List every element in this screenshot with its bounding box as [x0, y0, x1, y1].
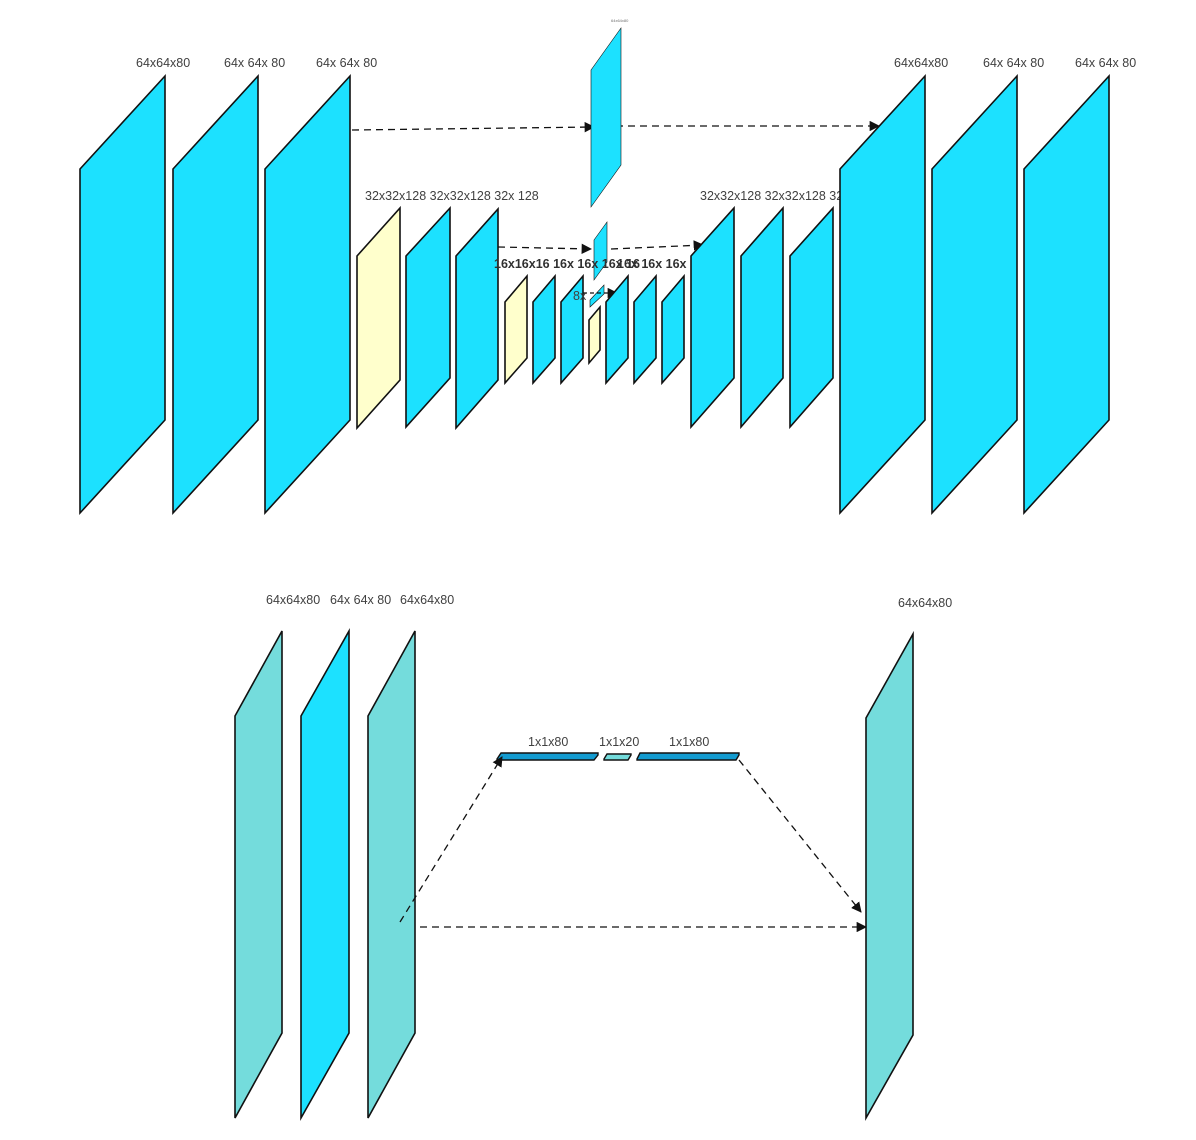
top-level3-left-label: 16x16x16 16x 16x 16x 16 — [494, 257, 640, 271]
bottom-dense-label-2: 1x1x20 — [599, 735, 639, 749]
bottom-arrow-to-dense — [399, 756, 503, 923]
top-encoder-block-3 — [264, 73, 351, 516]
bottom-encoder-label-1: 64x64x80 — [266, 593, 320, 607]
bottom-encoder-block-1 — [234, 630, 283, 1119]
top-level3-block-yellow — [504, 273, 528, 386]
top-level2-right-label: 32x32x128 32x32x128 32x — [700, 189, 850, 203]
top-level3-block-1 — [532, 273, 556, 386]
top-bridge-block-1 — [590, 27, 622, 208]
bottom-encoder-label-2: 64x 64x 80 — [330, 593, 391, 607]
top-level2-dec-block-3 — [789, 205, 834, 430]
top-skip-arrow-1a — [351, 121, 596, 133]
top-encoder-label-1: 64x64x80 — [136, 56, 190, 70]
top-level3-dec-block-2 — [633, 273, 657, 386]
top-decoder-block-2 — [931, 73, 1018, 516]
top-level2-dec-block-2 — [740, 205, 784, 430]
top-level2-block-1 — [405, 205, 451, 430]
top-level2-block-yellow — [356, 205, 401, 431]
top-decoder-label-2: 64x 64x 80 — [983, 56, 1044, 70]
top-encoder-block-2 — [172, 73, 259, 516]
bottom-decoder-label: 64x64x80 — [898, 596, 952, 610]
top-bridge-block-2 — [593, 221, 608, 281]
bottom-encoder-block-2 — [300, 627, 350, 1122]
top-level4-block-cyan — [589, 284, 605, 308]
top-level4-block-yellow — [588, 304, 601, 366]
bottom-dense-bar-3 — [636, 752, 740, 761]
bottom-encoder-block-3 — [367, 630, 416, 1119]
top-level4-label: 8x — [573, 289, 587, 303]
top-level2-left-label: 32x32x128 32x32x128 32x 128 — [365, 189, 539, 203]
top-decoder-label-3: 64x 64x 80 — [1075, 56, 1136, 70]
top-bridge-label: 64x64x80 — [611, 18, 629, 23]
bottom-dense-label-3: 1x1x80 — [669, 735, 709, 749]
bottom-dense-bar-1 — [496, 752, 599, 761]
top-encoder-block-1 — [79, 73, 166, 516]
top-level3-block-2 — [560, 273, 584, 386]
bottom-network: 64x64x80 64x 64x 80 64x64x80 1x1x80 1x1x… — [234, 593, 952, 1122]
top-decoder-label-1: 64x64x80 — [894, 56, 948, 70]
top-skip-arrow-2a — [497, 243, 593, 254]
top-level3-dec-block-1 — [605, 273, 629, 386]
top-skip-arrow-2b — [610, 240, 705, 251]
top-network: 64x64x80 64x 64x 80 64x 64x 80 64x64x80 … — [79, 18, 1136, 516]
top-encoder-label-2: 64x 64x 80 — [224, 56, 285, 70]
top-level2-dec-block-1 — [690, 205, 735, 430]
top-decoder-block-1 — [839, 73, 926, 516]
bottom-dense-label-1: 1x1x80 — [528, 735, 568, 749]
bottom-decoder-block — [865, 630, 914, 1122]
top-encoder-label-3: 64x 64x 80 — [316, 56, 377, 70]
bottom-arrow-from-dense — [738, 759, 862, 913]
bottom-dense-bar-2 — [603, 753, 632, 761]
top-level3-dec-block-3 — [661, 273, 685, 386]
bottom-encoder-label-3: 64x64x80 — [400, 593, 454, 607]
top-level2-block-2 — [455, 206, 499, 431]
top-decoder-block-3 — [1023, 73, 1110, 516]
